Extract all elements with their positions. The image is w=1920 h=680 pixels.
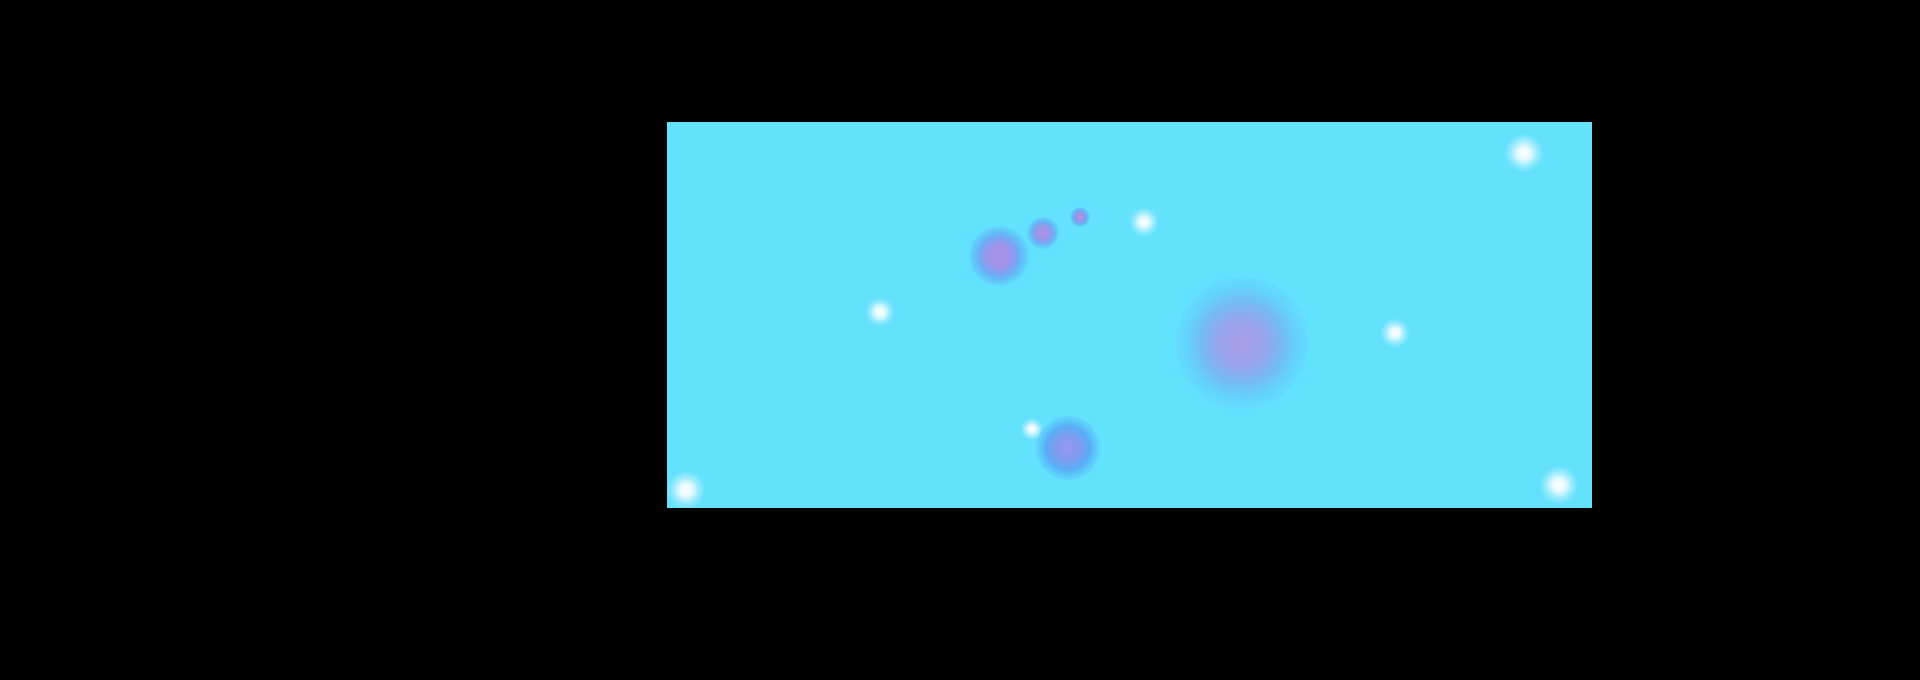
purple-bubble-bubble-entity [1027, 217, 1059, 249]
white-glow-bubble-entity [1377, 315, 1413, 351]
white-glow-bubble-entity [1126, 204, 1162, 240]
white-glow-bubble-entity [1535, 461, 1583, 508]
purple-bubble-bubble-entity [1070, 207, 1090, 227]
game-canvas[interactable] [667, 122, 1592, 508]
purple-bubble-bubble-entity [969, 226, 1029, 286]
purple-glow-large-bubble-entity [1176, 277, 1308, 409]
white-glow-bubble-entity [1018, 415, 1046, 443]
white-glow-bubble-entity [862, 294, 898, 330]
white-glow-bubble-entity [1500, 129, 1548, 177]
white-glow-bubble-entity [667, 466, 710, 508]
blue-bubble-bubble-entity [1036, 416, 1100, 480]
